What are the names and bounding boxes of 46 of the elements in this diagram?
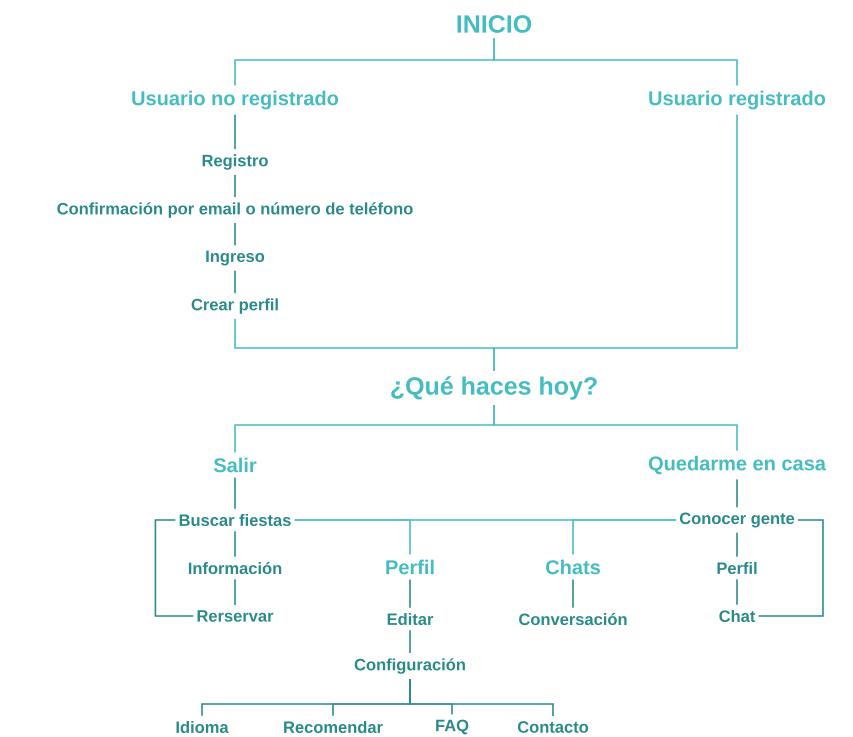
step-label: Rerservar (198, 610, 274, 622)
step-label: Registro (202, 154, 268, 170)
heading-label: Salir (214, 458, 256, 472)
connector-line (493, 404, 738, 451)
connector-line (736, 479, 738, 508)
step-label: Contacto (518, 721, 588, 733)
step-label: Buscar fiestas (180, 514, 291, 526)
heading-label: Chats (546, 560, 600, 574)
connector-line (409, 679, 554, 716)
connector-line (493, 38, 738, 86)
step-label: Idioma (176, 720, 229, 734)
connector-line (736, 579, 738, 605)
connector-line (409, 630, 411, 653)
connector-line (234, 114, 236, 150)
heading-label: Quedarme en casa (648, 456, 826, 474)
step-label: FAQ (436, 720, 468, 734)
connector-line (409, 580, 411, 608)
connector-line (234, 478, 236, 509)
heading-label: Usuario no registrado (132, 90, 338, 110)
connector-line (572, 580, 574, 608)
connector-line (234, 270, 236, 294)
connector-line (572, 519, 676, 554)
connector-line (234, 222, 236, 246)
step-label: Perfil (717, 562, 756, 574)
title-label: INICIO (458, 15, 532, 33)
connector-line (736, 532, 738, 557)
connector-line (294, 519, 411, 554)
step-label: Confirmación por email o número de teléfono (57, 202, 413, 218)
step-label: Crear perfil (192, 298, 278, 314)
step-label: Información (188, 562, 282, 574)
connector-line (154, 519, 194, 617)
step-label: Conocer gente (680, 512, 794, 528)
connector-line (758, 519, 824, 617)
connector-line (493, 114, 738, 372)
title-label: ¿Qué haces hoy? (391, 376, 597, 400)
heading-label: Perfil (386, 560, 434, 574)
step-label: Ingreso (206, 250, 264, 266)
step-label: Configuración (354, 658, 465, 674)
step-label: Editar (388, 612, 434, 626)
step-label: Recomendar (284, 720, 383, 734)
connector-line (234, 579, 236, 606)
heading-label: Usuario registrado (649, 90, 826, 110)
step-label: Conversación (519, 612, 627, 626)
step-label: Chat (719, 610, 756, 622)
connector-line (234, 531, 236, 557)
connector-line (234, 174, 236, 198)
